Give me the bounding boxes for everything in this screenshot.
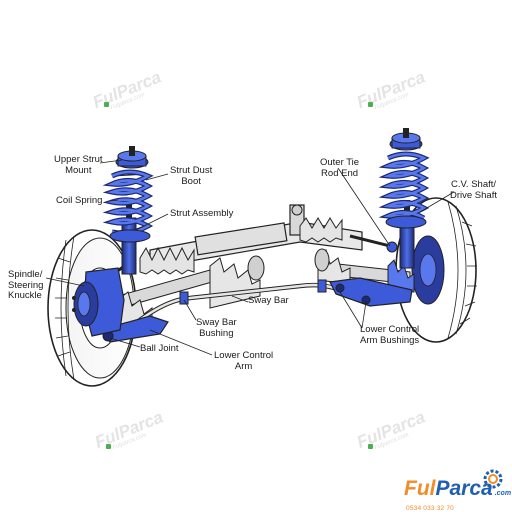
label-sway-bar-bushing: Sway Bar Bushing bbox=[196, 317, 237, 339]
watermark-dot bbox=[368, 102, 373, 107]
steering-rack bbox=[104, 204, 398, 282]
left-strut bbox=[102, 146, 154, 275]
watermark-dot bbox=[368, 444, 373, 449]
label-upper-strut-mount: Upper Strut Mount bbox=[54, 154, 103, 176]
right-cv-shaft bbox=[314, 248, 415, 293]
right-strut bbox=[378, 128, 430, 269]
watermark-dot bbox=[104, 102, 109, 107]
label-lower-control-arm: Lower Control Arm bbox=[214, 350, 274, 372]
label-sway-bar: Sway Bar bbox=[248, 295, 289, 306]
left-knuckle bbox=[72, 267, 125, 337]
leader-lines bbox=[45, 159, 455, 356]
label-strut-dust-boot: Strut Dust Boot bbox=[170, 165, 213, 187]
right-lower-control-arm bbox=[329, 277, 413, 307]
label-spindle-steering-knuckle: Spindle/ Steering Knuckle bbox=[8, 269, 44, 301]
watermark-dot bbox=[106, 444, 111, 449]
brand-logo: FulParca.com 0534 033 32 70 bbox=[404, 478, 511, 512]
brand-name: FulParca.com bbox=[404, 477, 512, 500]
label-outer-tie-rod-end: Outer Tie Rod End bbox=[320, 157, 360, 179]
right-wheel bbox=[395, 197, 477, 343]
label-lower-control-arm-bushings: Lower Control Arm Bushings bbox=[360, 324, 420, 346]
label-strut-assembly: Strut Assembly bbox=[170, 208, 234, 219]
brand-phone: 0534 033 32 70 bbox=[406, 505, 454, 512]
gear-icon bbox=[483, 469, 503, 489]
label-ball-joint: Ball Joint bbox=[140, 343, 179, 354]
label-cv-shaft-drive-shaft: C.V. Shaft/ Drive Shaft bbox=[450, 179, 497, 201]
label-coil-spring: Coil Spring bbox=[56, 195, 103, 206]
